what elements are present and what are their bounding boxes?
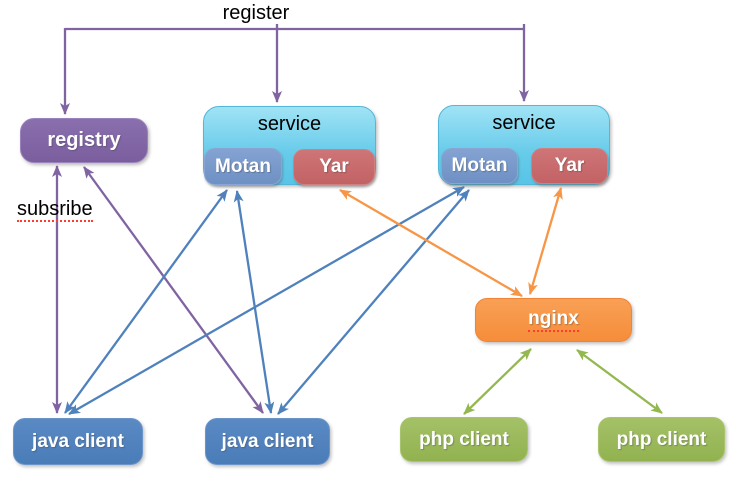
- yar-1-label: Yar: [319, 156, 349, 177]
- registry-node: registry: [20, 118, 148, 163]
- yar-1-node: Yar: [293, 149, 375, 185]
- service-2-label: service: [492, 112, 556, 134]
- java-client-2-node: java client: [205, 418, 330, 465]
- php-client-2-node: php client: [598, 417, 725, 462]
- registry-label: registry: [47, 129, 121, 151]
- yar-2-node: Yar: [531, 148, 608, 184]
- nginx-node: nginx: [475, 298, 632, 342]
- subscribe-label-text: subsribe: [17, 198, 93, 222]
- service-1-node: service Motan Yar: [203, 106, 376, 185]
- php-client-1-label: php client: [419, 428, 509, 450]
- motan-2-label: Motan: [451, 155, 508, 176]
- service-1-label: service: [257, 113, 322, 135]
- php-client-2-label: php client: [616, 428, 707, 450]
- java-client-2-label: java client: [221, 430, 314, 452]
- yar-2-label: Yar: [554, 155, 585, 176]
- motan-1-label: Motan: [215, 155, 271, 177]
- nginx-label: nginx: [528, 308, 579, 332]
- java-client-1-node: java client: [13, 418, 143, 465]
- php-client-1-node: php client: [400, 417, 528, 462]
- motan-2-node: Motan: [441, 148, 518, 184]
- motan-1-node: Motan: [204, 148, 282, 185]
- java-client-1-label: java client: [32, 430, 124, 452]
- subscribe-label: subsribe: [17, 198, 93, 222]
- service-2-node: service Motan Yar: [438, 105, 610, 185]
- register-label: register: [222, 2, 290, 24]
